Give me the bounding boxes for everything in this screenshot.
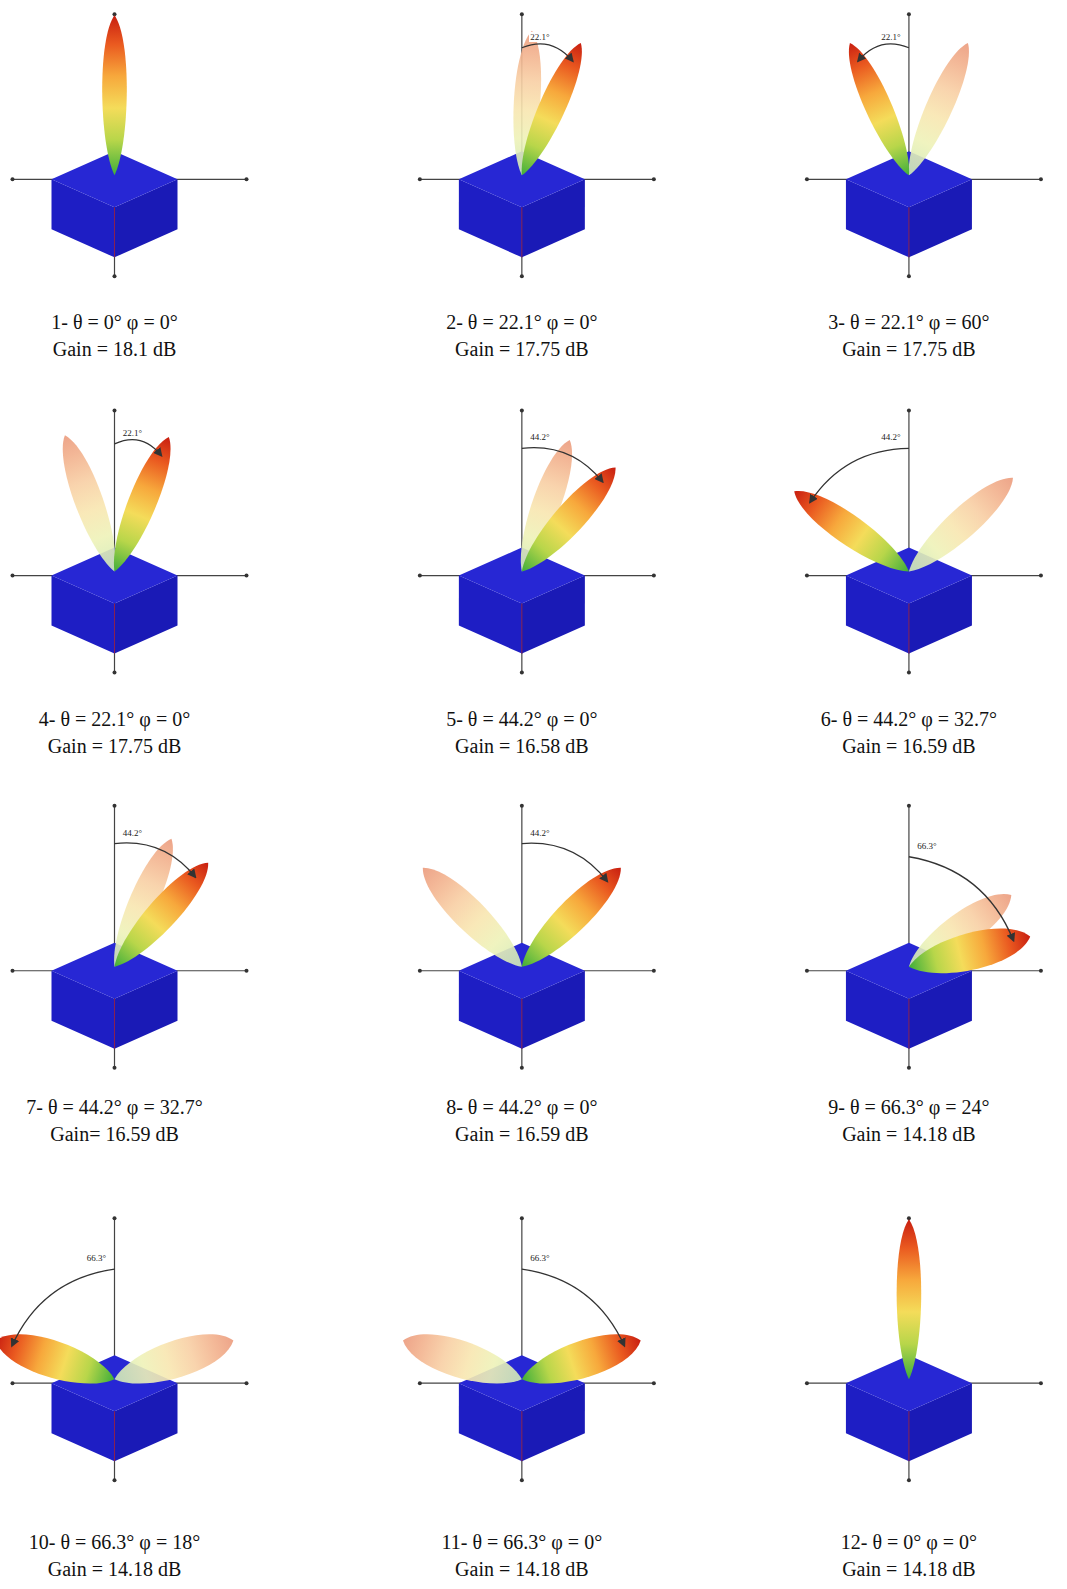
gain-value: Gain = 16.58 dB bbox=[352, 734, 692, 758]
steering-arc bbox=[522, 1269, 625, 1346]
angle-label: 66.3° bbox=[529, 1253, 550, 1263]
pattern-caption: 1- θ = 0° φ = 0° bbox=[0, 310, 285, 334]
pattern-caption: 11- θ = 66.3° φ = 0° bbox=[352, 1530, 692, 1554]
beam-lobe bbox=[897, 1219, 922, 1379]
pattern-caption: 3- θ = 22.1° φ = 60° bbox=[739, 310, 1067, 334]
axis-lines bbox=[418, 804, 656, 1070]
gain-value: Gain = 14.18 dB bbox=[0, 1557, 285, 1581]
beam-lobe bbox=[511, 458, 627, 582]
axis-lines bbox=[11, 12, 249, 278]
previous-beam-lobe bbox=[412, 857, 533, 978]
previous-beam-lobe bbox=[109, 1323, 239, 1397]
antenna-panel bbox=[11, 12, 249, 278]
axis-lines bbox=[805, 804, 1043, 1070]
axis-lines bbox=[11, 409, 249, 675]
gain-value: Gain = 17.75 dB bbox=[352, 337, 692, 361]
pattern-caption: 10- θ = 66.3° φ = 18° bbox=[0, 1530, 285, 1554]
antenna-panel bbox=[805, 1216, 1043, 1482]
angle-label: 44.2° bbox=[529, 828, 550, 838]
antenna-panel bbox=[11, 804, 249, 1070]
pattern-caption: 8- θ = 44.2° φ = 0° bbox=[352, 1095, 692, 1119]
pattern-caption: 4- θ = 22.1° φ = 0° bbox=[0, 707, 285, 731]
axis-lines bbox=[11, 804, 249, 1070]
antenna-panel bbox=[0, 1216, 249, 1482]
steering-arc bbox=[909, 857, 1014, 941]
axis-lines bbox=[418, 409, 656, 675]
beam-lobe bbox=[102, 15, 127, 175]
angle-label: 66.3° bbox=[916, 841, 937, 851]
steering-arc bbox=[522, 448, 603, 482]
axis-lines bbox=[418, 12, 656, 278]
antenna-panel bbox=[11, 409, 249, 675]
angle-label: 66.3° bbox=[86, 1253, 107, 1263]
pattern-caption: 6- θ = 44.2° φ = 32.7° bbox=[739, 707, 1067, 731]
antenna-panel bbox=[418, 409, 656, 675]
gain-value: Gain = 16.59 dB bbox=[352, 1122, 692, 1146]
previous-beam-lobe bbox=[897, 38, 980, 181]
angle-label: 44.2° bbox=[880, 432, 901, 442]
antenna-panel bbox=[412, 804, 656, 1070]
pattern-caption: 9- θ = 66.3° φ = 24° bbox=[739, 1095, 1067, 1119]
array-cube bbox=[459, 943, 585, 1049]
beam-lobe bbox=[838, 38, 921, 181]
pattern-caption: 2- θ = 22.1° φ = 0° bbox=[352, 310, 692, 334]
antenna-panel bbox=[805, 12, 1043, 278]
axis-lines bbox=[805, 12, 1043, 278]
gain-value: Gain = 17.75 dB bbox=[0, 734, 285, 758]
array-cube bbox=[846, 548, 972, 654]
angle-label: 44.2° bbox=[122, 828, 143, 838]
gain-value: Gain = 14.18 dB bbox=[739, 1557, 1067, 1581]
steering-arc bbox=[810, 448, 909, 502]
steering-arc bbox=[12, 1269, 115, 1346]
gain-value: Gain = 16.59 dB bbox=[739, 734, 1067, 758]
beam-lobe bbox=[101, 432, 181, 577]
beam-lobe bbox=[103, 853, 219, 977]
pattern-caption: 12- θ = 0° φ = 0° bbox=[739, 1530, 1067, 1554]
gain-value: Gain = 18.1 dB bbox=[0, 337, 285, 361]
antenna-panel bbox=[397, 1216, 656, 1482]
previous-beam-lobe bbox=[899, 467, 1023, 583]
angle-label: 22.1° bbox=[122, 428, 143, 438]
pattern-caption: 7- θ = 44.2° φ = 32.7° bbox=[0, 1095, 285, 1119]
pattern-caption: 5- θ = 44.2° φ = 0° bbox=[352, 707, 692, 731]
beam-lobe bbox=[904, 919, 1034, 985]
axis-lines bbox=[805, 1216, 1043, 1482]
beam-lobe bbox=[786, 479, 918, 584]
antenna-panel bbox=[805, 804, 1043, 1070]
angle-label: 22.1° bbox=[529, 32, 550, 42]
previous-beam-lobe bbox=[397, 1323, 527, 1397]
steering-arc bbox=[115, 843, 196, 877]
beam-lobe bbox=[516, 1323, 646, 1397]
steering-arc bbox=[522, 843, 607, 881]
steering-arc bbox=[115, 440, 162, 456]
angle-label: 22.1° bbox=[880, 32, 901, 42]
beam-lobe bbox=[510, 38, 593, 181]
antenna-panel bbox=[786, 409, 1043, 675]
gain-value: Gain = 14.18 dB bbox=[739, 1122, 1067, 1146]
beam-lobe bbox=[511, 857, 632, 978]
antenna-panel bbox=[418, 12, 656, 278]
angle-label: 44.2° bbox=[529, 432, 550, 442]
steering-arc bbox=[522, 44, 573, 61]
gain-value: Gain = 17.75 dB bbox=[739, 337, 1067, 361]
gain-value: Gain= 16.59 dB bbox=[0, 1122, 285, 1146]
gain-value: Gain = 14.18 dB bbox=[352, 1557, 692, 1581]
steering-arc bbox=[858, 44, 909, 61]
